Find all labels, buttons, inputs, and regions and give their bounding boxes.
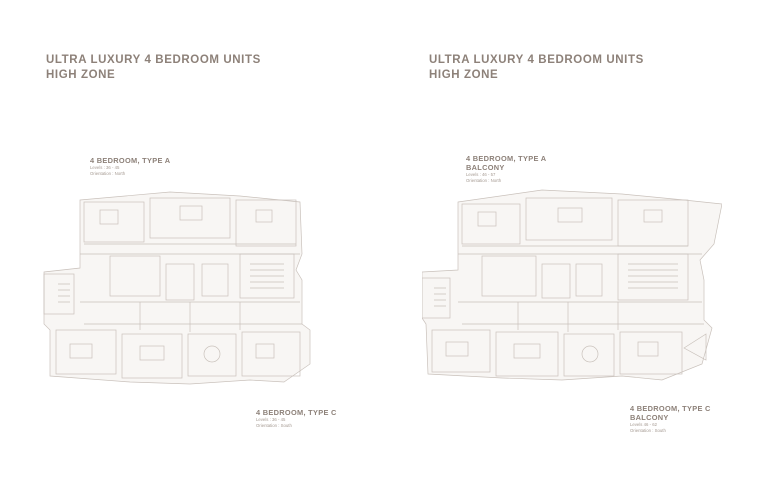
unit-label-type-c-balcony: 4 BEDROOM, TYPE C BALCONY Levels 46 - 62… <box>630 404 711 434</box>
title-line-2: HIGH ZONE <box>46 69 116 81</box>
unit-levels: Levels 46 - 62 <box>630 422 657 427</box>
unit-label-type-c: 4 BEDROOM, TYPE C Levels : 36 - 45 Orien… <box>256 408 337 429</box>
unit-orientation: Orientation : North <box>466 178 502 183</box>
unit-subtitle: BALCONY <box>630 413 669 422</box>
floor-plan-drawing <box>422 189 722 381</box>
unit-orientation: Orientation : South <box>630 428 666 433</box>
title-line-2: HIGH ZONE <box>429 69 499 81</box>
unit-name: 4 BEDROOM, TYPE C <box>630 404 711 413</box>
unit-label-type-a: 4 BEDROOM, TYPE A Levels : 36 - 45 Orien… <box>90 156 170 177</box>
unit-name: 4 BEDROOM, TYPE A <box>466 154 547 163</box>
page-title: ULTRA LUXURY 4 BEDROOM UNITS HIGH ZONE <box>429 53 644 83</box>
title-line-1: ULTRA LUXURY 4 BEDROOM UNITS <box>46 54 261 66</box>
unit-label-type-a-balcony: 4 BEDROOM, TYPE A BALCONY Levels : 46 - … <box>466 154 546 184</box>
left-page: ULTRA LUXURY 4 BEDROOM UNITS HIGH ZONE 4… <box>40 53 337 429</box>
right-page: ULTRA LUXURY 4 BEDROOM UNITS HIGH ZONE 4… <box>384 0 768 480</box>
unit-name: 4 BEDROOM, TYPE C <box>256 408 337 417</box>
unit-levels: Levels : 46 - 57 <box>466 172 496 177</box>
title-line-1: ULTRA LUXURY 4 BEDROOM UNITS <box>429 54 644 66</box>
floor-plan-left <box>40 184 330 398</box>
unit-levels: Levels : 36 - 45 <box>90 165 120 170</box>
unit-orientation: Orientation : North <box>90 171 126 176</box>
unit-levels: Levels : 36 - 45 <box>256 417 286 422</box>
floor-plan-drawing <box>43 191 311 385</box>
unit-subtitle: BALCONY <box>466 163 505 172</box>
page-title: ULTRA LUXURY 4 BEDROOM UNITS HIGH ZONE <box>46 53 261 83</box>
floor-plan-right <box>422 184 722 396</box>
unit-name: 4 BEDROOM, TYPE A <box>90 156 171 165</box>
unit-orientation: Orientation : South <box>256 423 292 428</box>
